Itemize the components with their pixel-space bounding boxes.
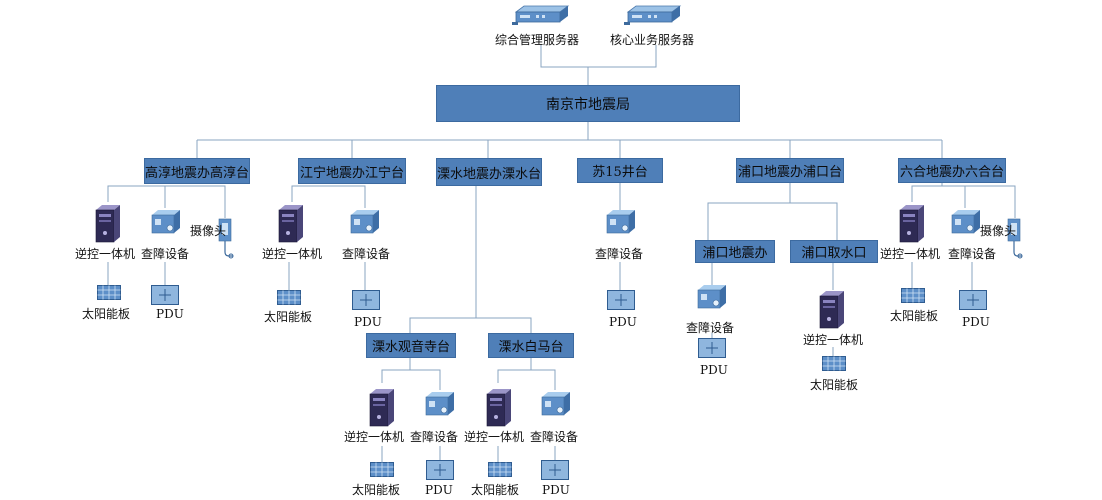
device-label-pdu: PDU	[156, 307, 184, 321]
server-icon	[512, 4, 570, 30]
device-label-solar: 太阳能板	[352, 483, 401, 497]
line-s2-bus	[291, 185, 366, 208]
device-label-solar: 太阳能板	[471, 483, 520, 497]
station-box-lishui: 溧水地震办溧水台	[436, 158, 542, 186]
device-label-inverter: 逆控一体机	[464, 430, 525, 444]
solar-panel-icon	[97, 285, 121, 304]
device-label-detector: 查障设备	[530, 430, 579, 444]
root-node-box: 南京市地震局	[436, 85, 740, 122]
pdu-icon	[698, 338, 726, 362]
line-s3-sub-bus	[409, 317, 532, 333]
detector-icon	[948, 208, 984, 240]
device-label-detector: 查障设备	[410, 430, 459, 444]
device-label-camera: 摄像头	[190, 224, 227, 238]
station-box-jiangning: 江宁地震办江宁台	[298, 158, 406, 184]
inverter-icon	[94, 204, 122, 248]
station-box-su15: 苏15井台	[577, 158, 663, 183]
pdu-icon	[151, 285, 179, 309]
solar-panel-icon	[488, 462, 512, 481]
solar-panel-icon	[277, 290, 301, 309]
line-s1-bus	[107, 185, 226, 218]
server-right-label: 核心业务服务器	[610, 33, 695, 47]
device-label-detector: 查障设备	[595, 247, 644, 261]
substation-box-baima: 溧水白马台	[488, 333, 574, 358]
device-label-solar: 太阳能板	[264, 310, 313, 324]
pdu-icon	[959, 290, 987, 314]
inverter-icon	[277, 204, 305, 248]
inverter-icon	[818, 290, 846, 334]
device-label-detector: 查障设备	[342, 247, 391, 261]
server-icon	[624, 4, 682, 30]
detector-icon	[148, 208, 184, 240]
device-label-detector: 查障设备	[948, 247, 997, 261]
pdu-icon	[541, 460, 569, 484]
station-box-pukou: 浦口地震办浦口台	[736, 158, 844, 183]
line-s5-bus	[707, 202, 838, 240]
device-label-inverter: 逆控一体机	[75, 247, 136, 261]
line-s3a-bus	[381, 369, 441, 390]
pdu-icon	[352, 290, 380, 314]
station-box-luhe: 六合地震办六合台	[898, 158, 1006, 183]
device-label-detector: 查障设备	[141, 247, 190, 261]
detector-icon	[603, 208, 639, 240]
detector-icon	[538, 390, 574, 422]
substation-box-pukou-intake: 浦口取水口	[790, 240, 878, 263]
device-label-pdu: PDU	[609, 315, 637, 329]
device-label-solar: 太阳能板	[890, 309, 939, 323]
solar-panel-icon	[901, 288, 925, 307]
line-s3b-bus	[497, 369, 556, 390]
inverter-icon	[485, 388, 513, 432]
line-s6-bus	[911, 185, 1016, 218]
device-label-pdu: PDU	[354, 315, 382, 329]
solar-panel-icon	[370, 462, 394, 481]
device-label-pdu: PDU	[962, 315, 990, 329]
device-label-pdu: PDU	[425, 483, 453, 497]
inverter-icon	[898, 204, 926, 248]
solar-panel-icon	[822, 356, 846, 375]
server-left-label: 综合管理服务器	[495, 33, 580, 47]
device-label-inverter: 逆控一体机	[262, 247, 323, 261]
device-label-inverter: 逆控一体机	[344, 430, 405, 444]
device-label-pdu: PDU	[542, 483, 570, 497]
pdu-icon	[607, 290, 635, 314]
detector-icon	[347, 208, 383, 240]
device-label-inverter: 逆控一体机	[803, 333, 864, 347]
device-label-pdu: PDU	[700, 363, 728, 377]
detector-icon	[422, 390, 458, 422]
camera-icon	[217, 218, 235, 264]
detector-icon	[694, 283, 730, 315]
inverter-icon	[368, 388, 396, 432]
substation-box-pukou-office: 浦口地震办	[695, 240, 775, 263]
camera-icon	[1006, 218, 1024, 264]
line-servers	[540, 45, 657, 68]
device-label-camera: 摄像头	[980, 224, 1017, 238]
pdu-icon	[426, 460, 454, 484]
substation-box-guanyinsi: 溧水观音寺台	[366, 333, 456, 358]
device-label-inverter: 逆控一体机	[880, 247, 941, 261]
device-label-solar: 太阳能板	[82, 307, 131, 321]
station-box-gaochun: 高淳地震办高淳台	[144, 158, 250, 184]
device-label-solar: 太阳能板	[810, 378, 859, 392]
device-label-detector: 查障设备	[686, 321, 735, 335]
